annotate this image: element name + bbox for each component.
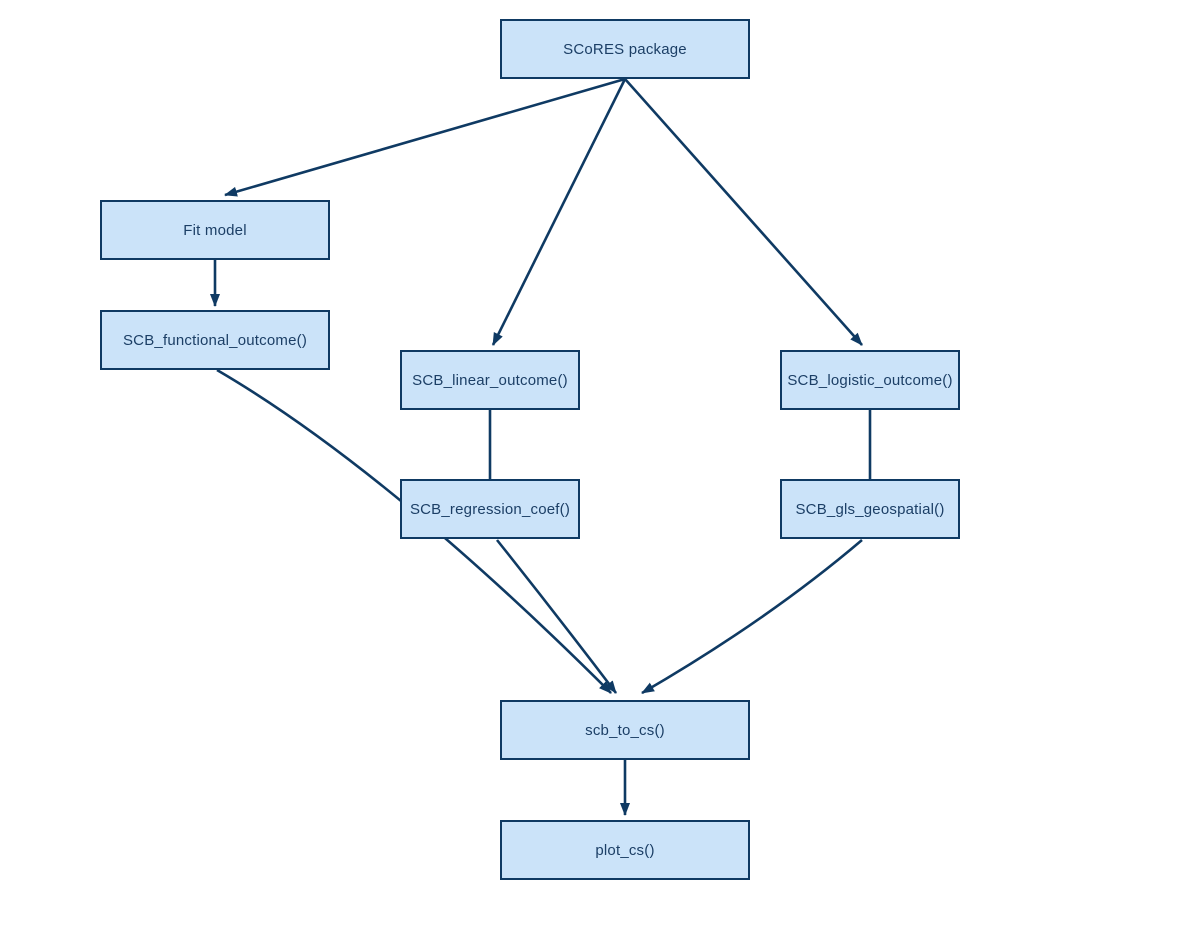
- node-plot-cs-label: plot_cs(): [595, 841, 655, 859]
- node-scores-package: SCoRES package: [500, 19, 750, 79]
- edge-scores-to-fit: [224, 77, 626, 197]
- node-scb-regression-coef: SCB_regression_coef(): [400, 479, 580, 539]
- node-scb-functional-outcome-label: SCB_functional_outcome(): [122, 331, 308, 349]
- node-scb-to-cs-label: scb_to_cs(): [585, 721, 665, 739]
- edge-scores-to-linear: [491, 78, 627, 346]
- node-scb-logistic-outcome: SCB_logistic_outcome(): [780, 350, 960, 410]
- node-scb-linear-outcome: SCB_linear_outcome(): [400, 350, 580, 410]
- node-plot-cs: plot_cs(): [500, 820, 750, 880]
- node-scb-linear-outcome-label: SCB_linear_outcome(): [412, 371, 568, 389]
- node-scb-regression-coef-label: SCB_regression_coef(): [409, 500, 571, 518]
- node-fit-model-label: Fit model: [183, 221, 247, 239]
- node-scb-logistic-outcome-label: SCB_logistic_outcome(): [787, 371, 953, 389]
- node-scb-gls-geospatial: SCB_gls_geospatial(): [780, 479, 960, 539]
- edge-regression-to-scbtocs: [495, 539, 618, 694]
- node-scb-to-cs: scb_to_cs(): [500, 700, 750, 760]
- edge-gls-to-scbtocs: [641, 539, 863, 695]
- node-fit-model: Fit model: [100, 200, 330, 260]
- edge-scores-to-logistic: [624, 78, 863, 346]
- node-scores-package-label: SCoRES package: [563, 40, 687, 58]
- edge-functional-to-scbtocs: [216, 368, 612, 694]
- node-scb-gls-geospatial-label: SCB_gls_geospatial(): [795, 500, 945, 518]
- node-scb-functional-outcome: SCB_functional_outcome(): [100, 310, 330, 370]
